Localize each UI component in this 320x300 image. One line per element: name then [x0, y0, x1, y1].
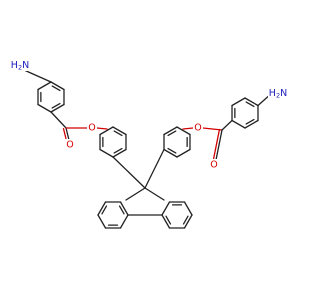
bond-ring-carbonyl-right — [221, 119, 233, 131]
ester-right-ether-o: O — [194, 123, 201, 134]
ring-phenylene-right-bond — [163, 126, 178, 136]
ester-right-carbonyl-o-bg — [209, 159, 219, 171]
ester-left-ether-o: O — [88, 123, 95, 134]
ring-aminobenzoyl-left-bond — [50, 103, 65, 113]
ring-fluorene-right-inner-bond — [165, 215, 172, 225]
ring-aminobenzoyl-right-bond — [231, 97, 246, 107]
ring-fluorene-right-bond — [161, 214, 171, 229]
labels-layer: H2N O O H2N O O — [10, 59, 290, 171]
ring-fluorene-left-bond — [119, 214, 129, 229]
ring-aminobenzoyl-left-bond — [37, 81, 52, 91]
molecule-structure: H2N O O H2N O O — [10, 59, 290, 229]
ring-fluorene-left-bond — [97, 214, 107, 229]
ring-aminobenzoyl-right-inner-bond — [245, 101, 255, 108]
amine-right-bg — [268, 87, 290, 99]
ester-left-carbonyl-o-bg — [65, 139, 75, 151]
bond-c-n-left — [23, 69, 52, 83]
ring-phenylene-right-inner-bond — [167, 147, 177, 154]
amine-left-bg — [10, 59, 32, 71]
ring-phenylene-right-bond — [176, 148, 191, 158]
bond-c9-phenyl-left — [112, 156, 146, 189]
bond-fluorene-c9a — [125, 187, 146, 201]
ring-aminobenzoyl-left-inner-bond — [51, 85, 61, 92]
ring-fluorene-right-bond — [183, 201, 193, 216]
bond-o-aryl-right — [182, 127, 194, 130]
ring-fluorene-right-bond — [183, 214, 193, 229]
ring-fluorene-left-bond — [119, 201, 129, 216]
ring-phenylene-left-bond — [112, 148, 127, 158]
ring-fluorene-right-inner-bond — [182, 215, 189, 225]
bond-c-o-double-right — [215, 129, 223, 161]
ester-left-ether-o-bg — [87, 122, 97, 134]
ring-phenylene-right-bond — [163, 148, 178, 158]
ring-phenylene-left-bond — [99, 126, 114, 136]
amine-right-label: H2N — [269, 88, 287, 100]
ring-aminobenzoyl-left-bond — [50, 81, 65, 91]
ring-aminobenzoyl-right-bond — [244, 97, 259, 107]
bond-o-aryl-left — [96, 127, 108, 130]
ring-fluorene-left-bond — [97, 201, 107, 216]
ester-right-ether-o-bg — [193, 122, 203, 134]
ring-fluorene-left-inner-bond — [101, 205, 108, 215]
ring-aminobenzoyl-right-inner-bond — [245, 118, 255, 125]
bond-c-o-double-left — [65, 127, 70, 141]
ring-phenylene-left-inner-bond — [113, 130, 123, 137]
bond-c-o-double-left-second — [62, 127, 68, 142]
ring-phenylene-left-bond — [99, 148, 114, 158]
ring-phenylene-right-bond — [176, 126, 191, 136]
ring-aminobenzoyl-left-bond — [37, 103, 52, 113]
ring-phenylene-right-inner-bond — [167, 130, 177, 137]
bond-ring-carbonyl-left — [50, 111, 67, 129]
ring-fluorene-right-bond — [161, 201, 171, 216]
bond-c-o-double-right-second — [212, 128, 221, 161]
ring-aminobenzoyl-right-bond — [244, 119, 259, 129]
ring-fluorene-left-inner-bond — [118, 205, 125, 215]
bonds-layer — [23, 69, 273, 229]
ring-aminobenzoyl-right-bond — [231, 119, 246, 129]
ring-phenylene-left-bond — [112, 126, 127, 136]
ester-left-carbonyl-o: O — [66, 140, 73, 151]
ester-right-carbonyl-o: O — [210, 160, 217, 171]
bond-fluorene-c8a — [144, 187, 165, 201]
ring-phenylene-left-inner-bond — [113, 147, 123, 154]
bond-c9-phenyl-right — [144, 148, 165, 189]
ring-aminobenzoyl-left-inner-bond — [51, 102, 61, 109]
amine-left-label: H2N — [11, 60, 29, 72]
